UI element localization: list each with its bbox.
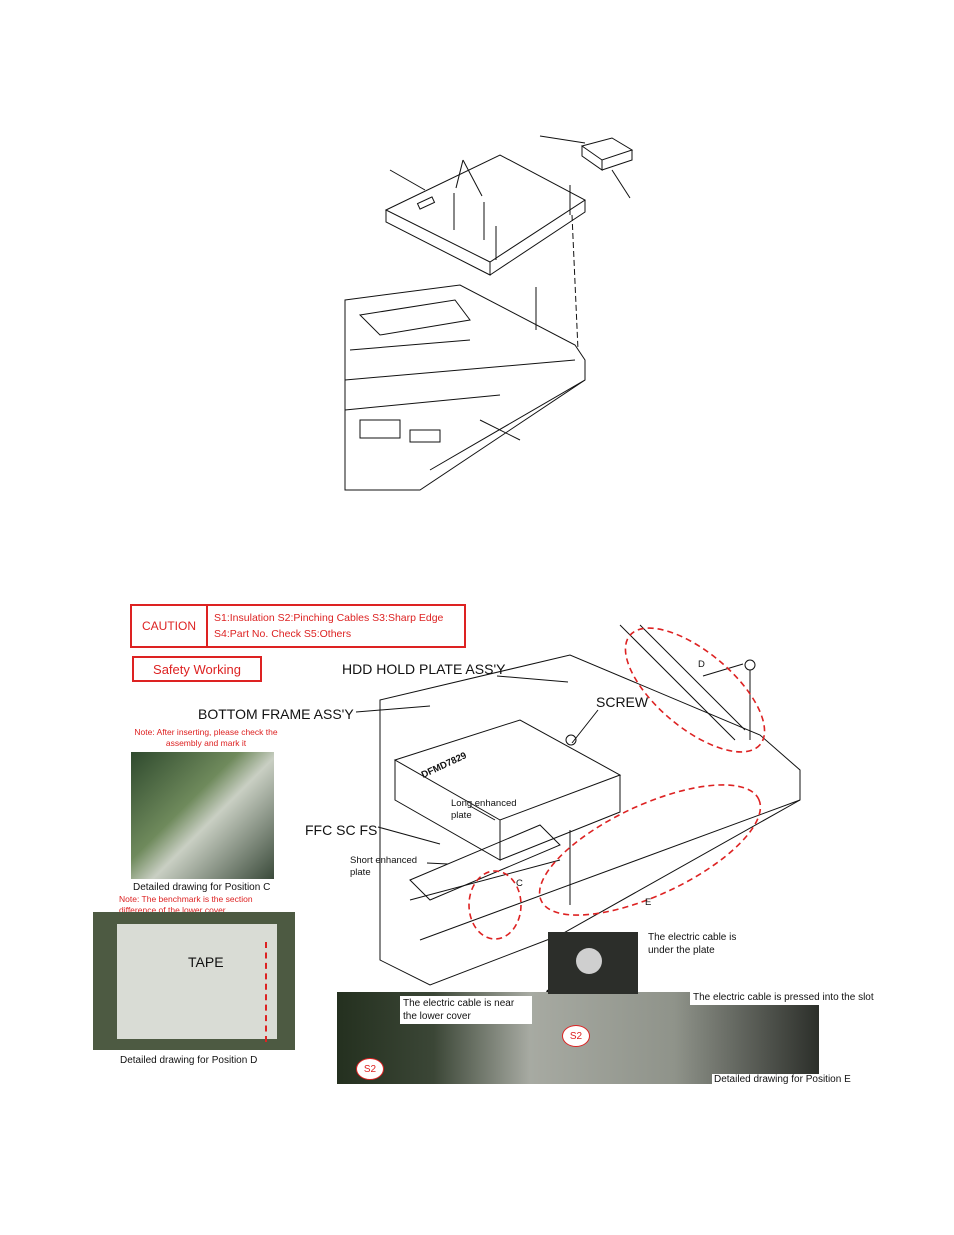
long-plate-label: Long enhanced plate [451, 798, 517, 821]
caution-line-2: S4:Part No. Check S5:Others [214, 628, 352, 640]
hdd-hold-plate-label: HDD HOLD PLATE ASS'Y [342, 661, 506, 677]
caption-position-e: Detailed drawing for Position E [712, 1074, 853, 1085]
caution-line-1: S1:Insulation S2:Pinching Cables S3:Shar… [214, 612, 444, 624]
s2-badge-left: S2 [356, 1058, 384, 1080]
bottom-frame-label: BOTTOM FRAME ASS'Y [198, 706, 354, 722]
exploded-view-drawing [344, 135, 634, 491]
caution-items: S1:Insulation S2:Pinching Cables S3:Shar… [208, 606, 449, 646]
position-c-marker: C [516, 878, 523, 889]
caution-box: CAUTION S1:Insulation S2:Pinching Cables… [130, 604, 466, 648]
benchmark-line [265, 942, 267, 1042]
inset-photo [548, 932, 638, 994]
note-position-d: Note: The benchmark is the section diffe… [119, 894, 253, 915]
screw-label: SCREW [596, 694, 649, 710]
s2-badge-right: S2 [562, 1025, 590, 1047]
caption-position-d: Detailed drawing for Position D [120, 1055, 258, 1066]
screw-photo [576, 948, 602, 974]
callout-under-plate: The electric cable is under the plate [645, 930, 761, 958]
ffc-label: FFC SC FS [305, 822, 378, 838]
position-d-marker: D [698, 659, 705, 670]
caution-title: CAUTION [132, 606, 208, 646]
short-plate-label: Short enhanced plate [350, 855, 418, 878]
note-position-c: Note: After inserting, please check the … [134, 727, 278, 748]
hdd-plate-photo [117, 924, 277, 1039]
photo-position-d [93, 912, 295, 1050]
position-e-marker: E [645, 897, 652, 908]
safety-working-label: Safety Working [132, 656, 262, 682]
photo-position-c [131, 752, 274, 879]
tape-label: TAPE [188, 954, 224, 970]
caption-position-c: Detailed drawing for Position C [133, 882, 271, 893]
callout-near-cover: The electric cable is near the lower cov… [400, 996, 532, 1024]
callout-pressed-slot: The electric cable is pressed into the s… [690, 990, 877, 1005]
